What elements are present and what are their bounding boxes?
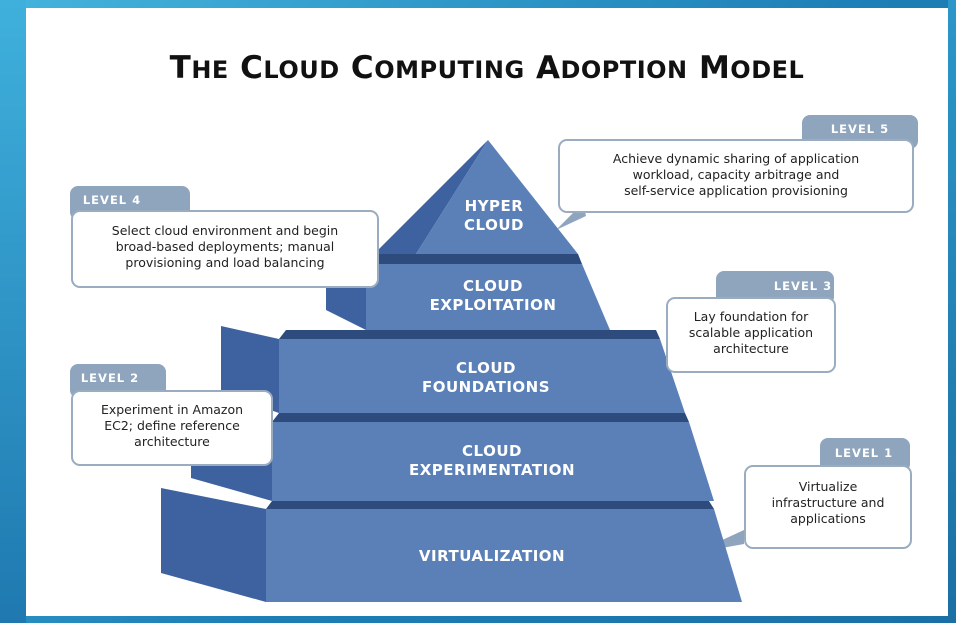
level1-line1: Virtualize [798,479,858,494]
svg-text:LEVEL 5: LEVEL 5 [831,122,889,136]
svg-text:LEVEL 2: LEVEL 2 [81,371,139,385]
level3-callout: Lay foundation for scalable application … [666,297,836,373]
level1-tab: LEVEL 1 [820,438,910,472]
tier-experimentation-line2: EXPERIMENTATION [409,461,575,479]
level2-line3: architecture [134,434,210,449]
right-decorative-band [948,0,956,623]
left-decorative-band [0,0,26,623]
svg-text:LEVEL 4: LEVEL 4 [83,193,141,207]
tier-experimentation-line1: CLOUD [462,442,522,460]
level5-callout: Achieve dynamic sharing of application w… [558,139,914,213]
level3-line3: architecture [713,341,789,356]
level4-line1: Select cloud environment and begin [111,223,339,238]
level2-callout: Experiment in Amazon EC2; define referen… [71,390,273,466]
svg-text:LEVEL 3: LEVEL 3 [774,279,832,293]
tier-foundations-line2: FOUNDATIONS [422,378,550,396]
level3-line2: scalable application [688,325,814,340]
level1-line2: infrastructure and [771,495,885,510]
level5-line2: workload, capacity arbitrage and [632,167,840,182]
svg-text:LEVEL 1: LEVEL 1 [835,446,893,460]
tier-exploitation-line2: EXPLOITATION [430,296,557,314]
level1-line3: applications [790,511,866,526]
tier-hyper-line2: CLOUD [464,216,524,234]
diagram-title: THE CLOUD COMPUTING ADOPTION MODEL [169,50,805,86]
diagram-card: THE CLOUD COMPUTING ADOPTION MODEL VIRTU… [26,8,948,616]
level2-line2: EC2; define reference [104,418,240,433]
tier-foundations-line1: CLOUD [456,359,516,377]
tier-hyper-line1: HYPER [465,197,524,215]
level4-callout: Select cloud environment and begin broad… [71,210,379,288]
level5-line1: Achieve dynamic sharing of application [612,151,860,166]
level1-callout: Virtualize infrastructure and applicatio… [744,465,912,549]
level4-line3: provisioning and load balancing [125,255,325,270]
tier-virtualization-label: VIRTUALIZATION [419,547,565,565]
level5-line3: self-service application provisioning [624,183,848,198]
level2-tab: LEVEL 2 [70,364,166,398]
level3-line1: Lay foundation for [693,309,809,324]
level2-line1: Experiment in Amazon [100,402,244,417]
tier-exploitation-line1: CLOUD [463,277,523,295]
tier-cloud-foundations: CLOUD FOUNDATIONS [221,326,685,413]
level4-line2: broad-based deployments; manual [115,239,335,254]
level3-tab: LEVEL 3 [716,271,834,305]
tier-hyper-cloud: HYPER CLOUD [374,140,578,254]
tier-virtualization: VIRTUALIZATION [161,488,742,602]
